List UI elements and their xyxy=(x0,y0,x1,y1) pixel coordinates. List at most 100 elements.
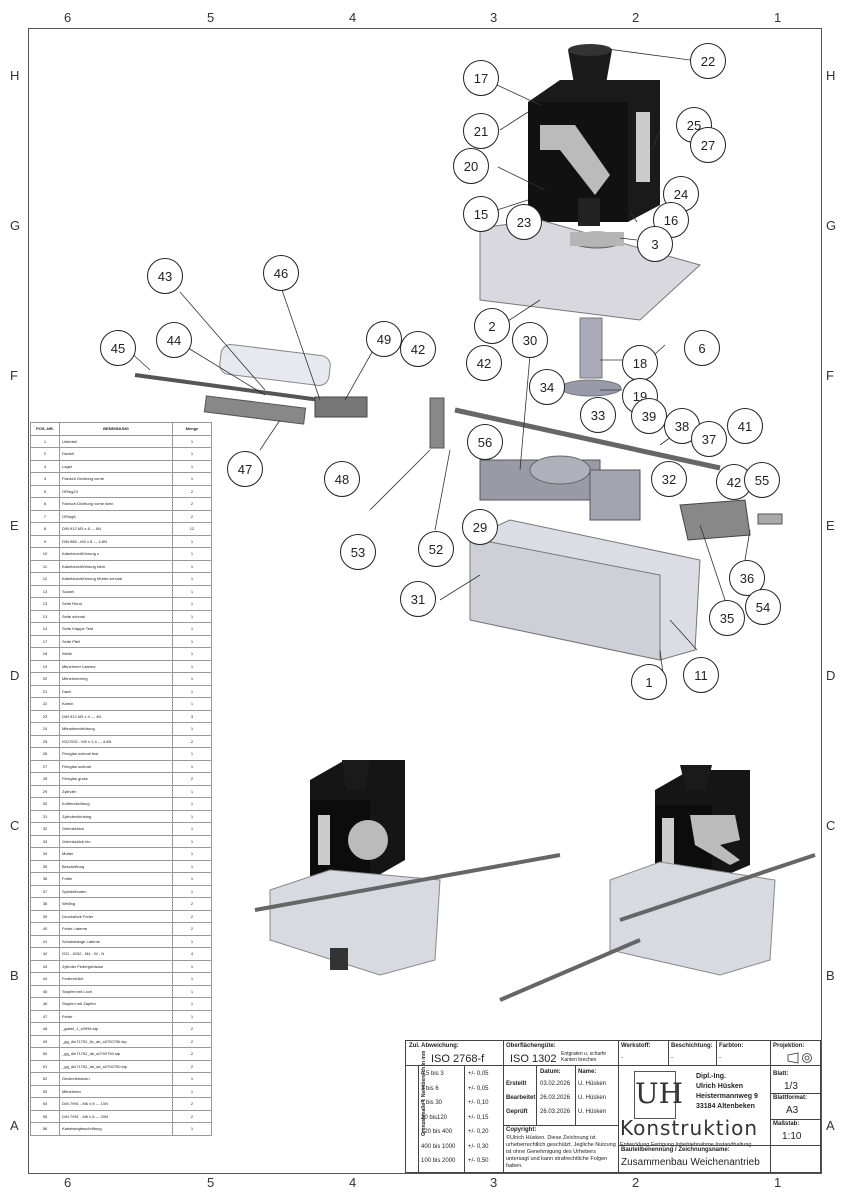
bom-cell-name: Gelenkstück hin xyxy=(59,834,173,848)
zone-x-label: 2 xyxy=(632,10,640,25)
callout: 2 xyxy=(474,308,510,344)
role-name: U. Hüsken xyxy=(578,1095,607,1101)
bom-cell-name: Seite Pfeil xyxy=(59,634,173,648)
zone-y-label: A xyxy=(10,1118,19,1133)
bom-cell-pos: 21 xyxy=(30,684,60,698)
tolerance-range: 6 bis 30 xyxy=(421,1100,443,1106)
zone-x-label: 2 xyxy=(632,1175,640,1190)
bom-cell-qty: 1 xyxy=(172,447,212,461)
zone-y-label: C xyxy=(10,818,20,833)
bom-cell-pos: 2 xyxy=(30,447,60,461)
role-label: Erstellt xyxy=(506,1081,527,1087)
bom-cell-pos: 7 xyxy=(30,509,60,523)
spring-assembly xyxy=(134,344,368,425)
bom-cell-pos: 27 xyxy=(30,759,60,773)
bom-cell-qty: 2 xyxy=(172,1022,212,1036)
callout: 29 xyxy=(462,509,498,545)
callout: 55 xyxy=(744,462,780,498)
bom-cell-qty: 2 xyxy=(172,1034,212,1048)
bom-cell-qty: 1 xyxy=(172,622,212,636)
tolerance-value: +/- 0,10 xyxy=(468,1100,489,1106)
bom-cell-name: Druckstück Feder xyxy=(59,909,173,923)
bom-cell-pos: 17 xyxy=(30,634,60,648)
callout: 41 xyxy=(727,408,763,444)
bom-cell-pos: 42 xyxy=(30,947,60,961)
bom-cell-pos: 55 xyxy=(30,1109,60,1123)
bom-cell-pos: 32 xyxy=(30,822,60,836)
bom-cell-pos: 50 xyxy=(30,1047,60,1061)
tolerance-value: +/- 0,15 xyxy=(468,1114,489,1121)
callout: 52 xyxy=(418,531,454,567)
tolerance-value: +/- 0,20 xyxy=(468,1129,489,1135)
callout: 54 xyxy=(745,589,781,625)
callout: 56 xyxy=(467,424,503,460)
scale-value: 1:10 xyxy=(782,1131,802,1142)
bom-cell-pos: 36 xyxy=(30,872,60,886)
zone-x-label: 6 xyxy=(64,10,72,25)
bracket-part xyxy=(679,499,783,541)
zone-y-label: F xyxy=(10,368,18,383)
base-housing xyxy=(469,519,701,661)
bom-cell-pos: 54 xyxy=(30,1097,60,1111)
bom-cell-name: Beschriftung xyxy=(59,859,173,873)
bom-cell-name: Gewindebolzen xyxy=(59,1072,173,1086)
callout: 6 xyxy=(684,330,720,366)
zone-x-label: 4 xyxy=(349,1175,357,1190)
assembled-view-right xyxy=(499,765,816,1002)
bom-cell-pos: 23 xyxy=(30,709,60,723)
bom-cell-qty: 2 xyxy=(172,1047,212,1061)
bom-cell-name: Seite Klappe Test xyxy=(59,622,173,636)
callout: 35 xyxy=(709,600,745,636)
callout: 27 xyxy=(690,127,726,163)
callout: 1 xyxy=(631,664,667,700)
push-rod xyxy=(429,397,721,471)
bom-cell-qty: 2 xyxy=(172,1109,212,1123)
bom-cell-qty: 1 xyxy=(172,1122,212,1136)
bom-cell-name: Sockel xyxy=(59,584,173,598)
bom-cell-name: Zylinder Federgehäuse xyxy=(59,959,173,973)
material-label: Werkstoff: xyxy=(621,1043,651,1049)
zone-x-label: 1 xyxy=(774,10,782,25)
bom-cell-name: Futter xyxy=(59,872,173,886)
bom-cell-qty: 1 xyxy=(172,822,212,836)
bom-cell-qty: 1 xyxy=(172,784,212,798)
bom-cell-name: Stopfen mit Loch xyxy=(59,984,173,998)
bom-cell-name: _gg_din71752_ab_s0700750.stp xyxy=(59,1047,173,1061)
zone-y-label: H xyxy=(10,68,20,83)
callout: 43 xyxy=(147,258,183,294)
bom-cell-name: Feder xyxy=(59,1009,173,1023)
bom-cell-qty: 1 xyxy=(172,634,212,648)
bom-cell-pos: 31 xyxy=(30,809,60,823)
bom-cell-pos: 52 xyxy=(30,1072,60,1086)
surface-note: Entgraten u. scharfe Kanten brechen xyxy=(561,1051,607,1063)
bom-cell-qty: 1 xyxy=(172,934,212,948)
bom-cell-pos: 3 xyxy=(30,459,60,473)
bom-cell-pos: 56 xyxy=(30,1122,60,1136)
color-value: - xyxy=(719,1055,721,1061)
zone-x-label: 1 xyxy=(774,1175,782,1190)
zone-x-label: 3 xyxy=(490,10,498,25)
bom-cell-name: Kamin xyxy=(59,697,173,711)
bom-cell-name: Feder Laterne xyxy=(59,922,173,936)
callout: 21 xyxy=(463,113,499,149)
company-logo-text: Konstruktion xyxy=(620,1116,759,1140)
